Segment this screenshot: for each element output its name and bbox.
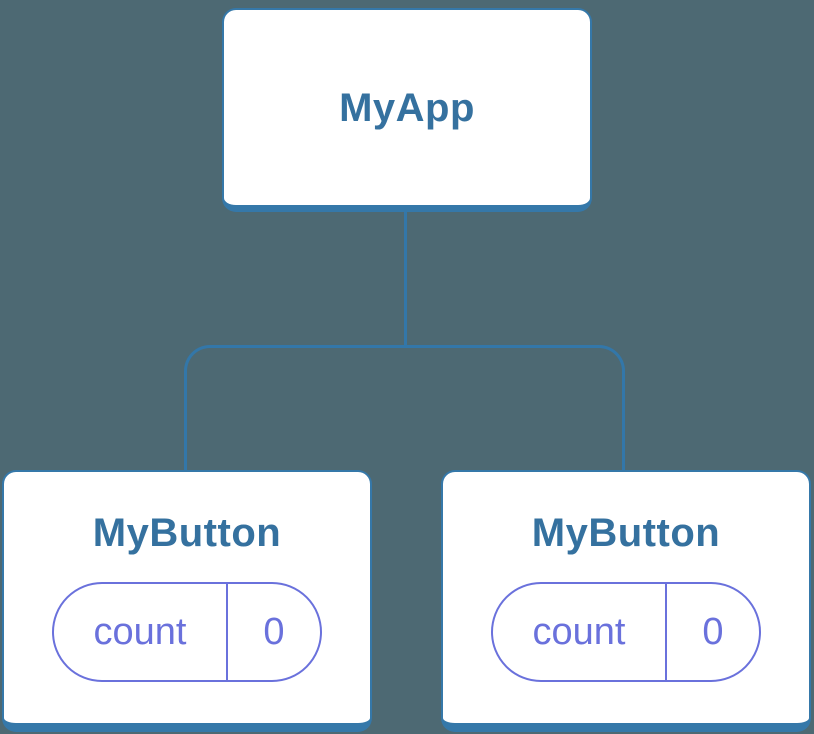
node-label-mybutton-left: MyButton xyxy=(92,511,282,555)
connector-root-stem xyxy=(404,210,407,348)
state-key-left: count xyxy=(54,584,228,680)
node-mybutton-left: MyButton count 0 xyxy=(2,470,372,732)
state-value-right: 0 xyxy=(702,610,724,653)
connector-branch xyxy=(184,345,625,475)
state-key-right: count xyxy=(493,584,667,680)
state-value-left: 0 xyxy=(263,610,285,653)
node-label-mybutton-right: MyButton xyxy=(531,511,721,555)
state-pill-left: count 0 xyxy=(52,582,322,682)
node-label-myapp: MyApp xyxy=(339,85,475,130)
node-myapp: MyApp xyxy=(222,8,592,212)
state-pill-right: count 0 xyxy=(491,582,761,682)
node-mybutton-right: MyButton count 0 xyxy=(441,470,811,732)
